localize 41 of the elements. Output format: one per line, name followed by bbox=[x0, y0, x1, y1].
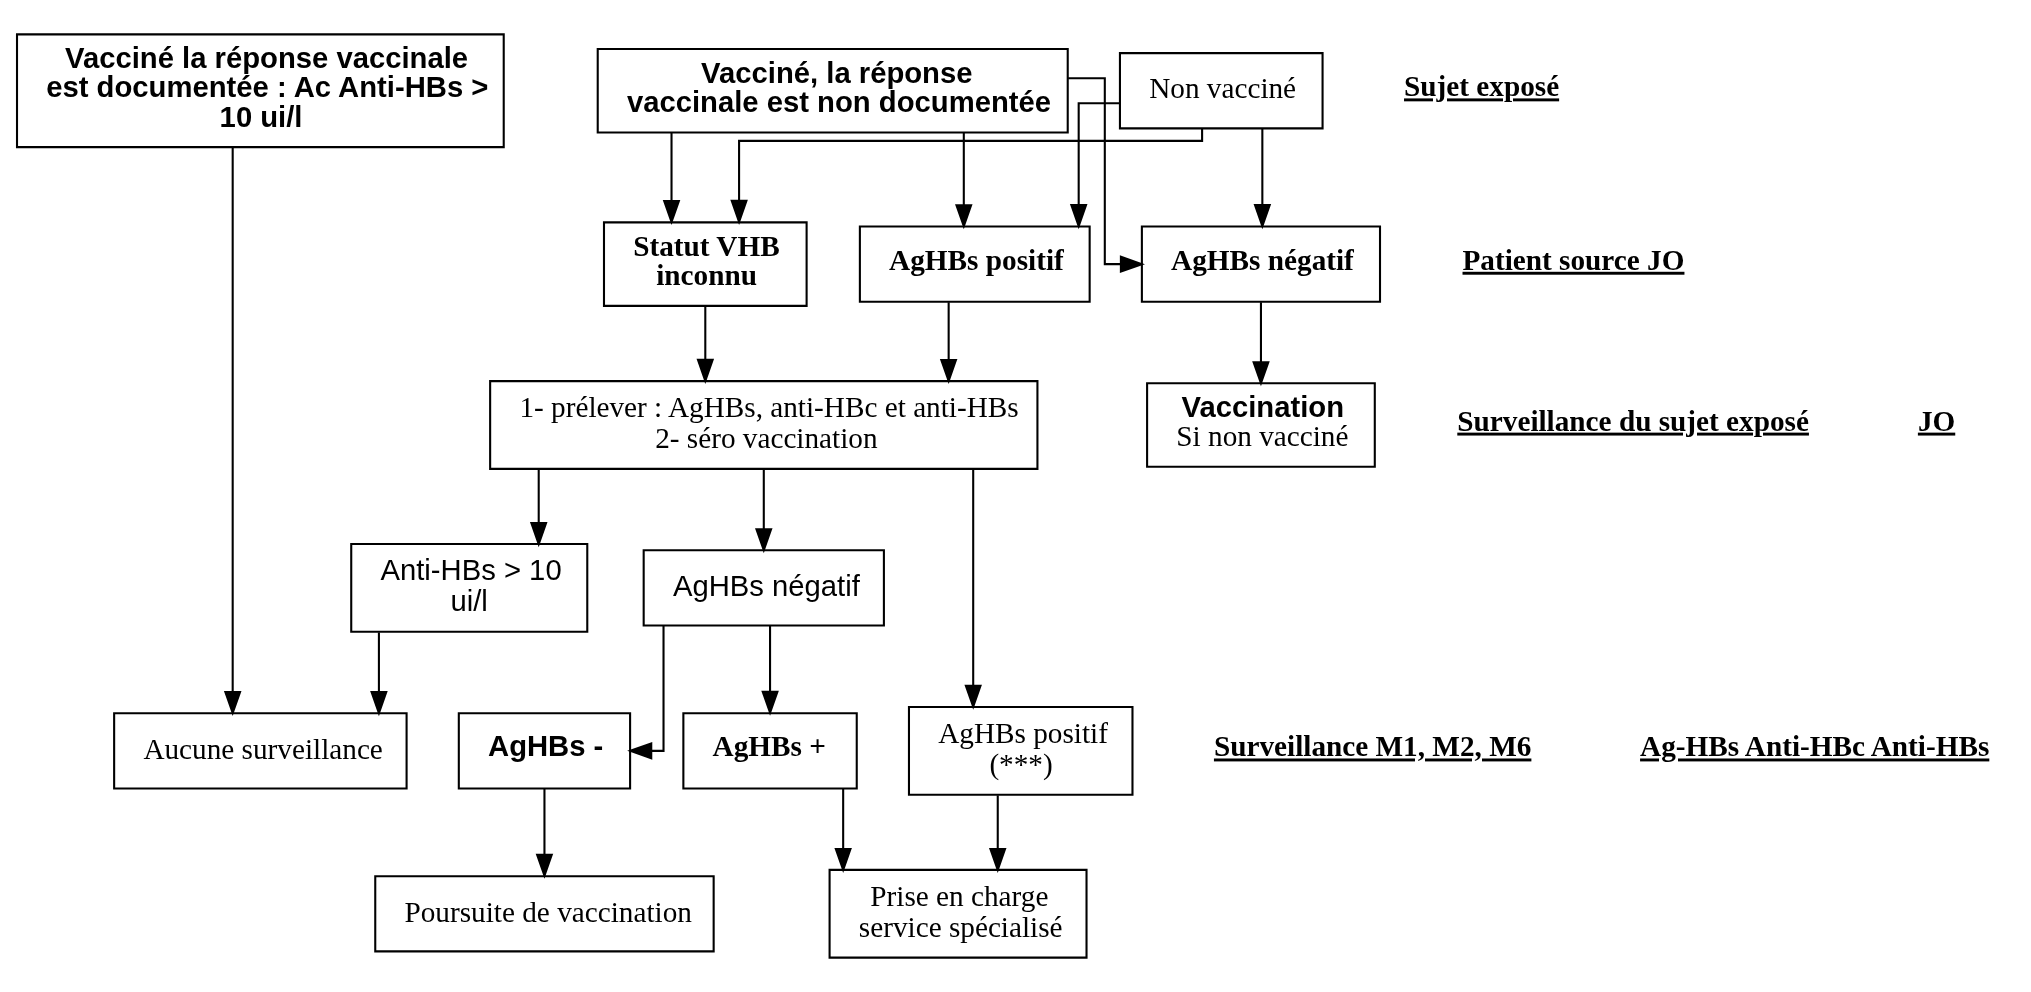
node-box: Vacciné la réponse vaccinale est documentée : Ac Anti-HBs > 10 ui/l bbox=[15, 33, 505, 149]
label: Surveillance du sujet exposé bbox=[1457, 404, 1809, 437]
label: Surveillance M1, M2, M6 bbox=[1213, 730, 1532, 763]
arrow bbox=[955, 132, 973, 230]
label: JO bbox=[1917, 404, 1956, 437]
node-box: Statut VHB inconnu bbox=[602, 221, 808, 307]
node-box: AgHBs négatif bbox=[1140, 225, 1382, 303]
arrow bbox=[1253, 128, 1272, 230]
arrow bbox=[696, 306, 715, 384]
arrow bbox=[1069, 102, 1120, 230]
arrow bbox=[964, 468, 982, 710]
arrow bbox=[662, 132, 681, 226]
label: Ag-HBs Anti-HBc Anti-HBs bbox=[1640, 730, 1990, 763]
arrow bbox=[1068, 77, 1145, 273]
arrow bbox=[529, 469, 548, 548]
node-box: Vacciné, la réponse vaccinale est non documentée bbox=[596, 47, 1069, 134]
node-box: AgHBs - bbox=[457, 712, 632, 790]
node-box: AgHBs positif bbox=[858, 225, 1091, 303]
node-box: Vaccination Si non vacciné bbox=[1146, 382, 1376, 468]
arrow bbox=[761, 625, 779, 716]
label: Patient source JO bbox=[1462, 243, 1685, 276]
label: Sujet exposé bbox=[1404, 70, 1560, 103]
arrow bbox=[1252, 302, 1270, 387]
node-box: Prise en charge service spécialisé bbox=[828, 868, 1088, 959]
node-box: Aucune surveillance bbox=[113, 712, 408, 790]
arrow bbox=[370, 632, 388, 717]
node-box: 1- prélever : AgHBs, anti-HBc et anti-HBs 2- séro vaccination bbox=[489, 380, 1039, 470]
arrow bbox=[223, 147, 242, 717]
arrow bbox=[988, 795, 1007, 874]
node-box: Poursuite de vaccination bbox=[374, 875, 715, 953]
arrow bbox=[627, 625, 665, 760]
arrow bbox=[834, 788, 852, 873]
arrow bbox=[535, 788, 554, 879]
arrow bbox=[755, 469, 773, 554]
node-box: Anti-HBs > 10 ui/l bbox=[350, 543, 589, 633]
node-box: AgHBs + bbox=[682, 712, 858, 790]
arrow bbox=[730, 128, 1204, 225]
node-box: AgHBs positif (***) bbox=[907, 705, 1134, 796]
arrow bbox=[939, 302, 958, 385]
node-box: Non vacciné bbox=[1118, 52, 1324, 130]
node-box: AgHBs négatif bbox=[642, 549, 885, 627]
